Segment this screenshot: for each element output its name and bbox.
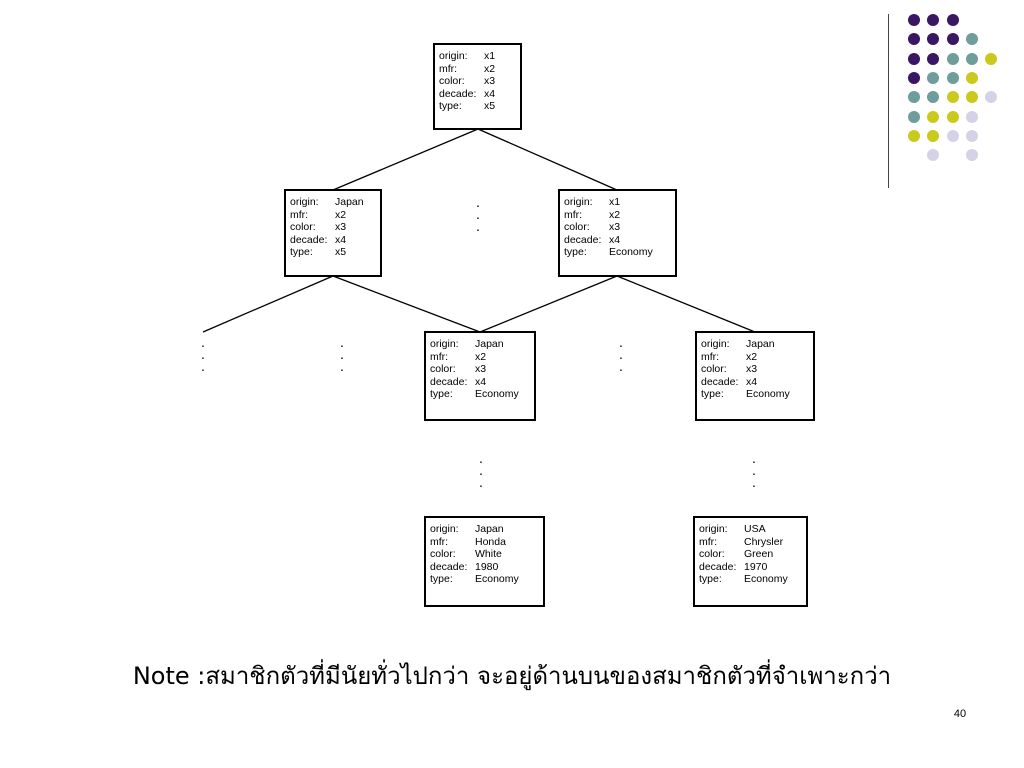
decorative-dot [965, 129, 978, 142]
page-number: 40 [953, 708, 967, 720]
node-l2-japan-economy-right: origin:Japan mfr:x2 color:x3 decade:x4 t… [695, 331, 815, 421]
node-root-mfr: x2 [484, 62, 496, 75]
node-root-origin: x1 [484, 50, 496, 62]
node-l1-japan: origin:Japan mfr:x2 color:x3 decade:x4 t… [284, 189, 382, 277]
decorative-dot [946, 71, 959, 84]
node-leaf-chrysler: origin:USA mfr:Chrysler color:Green deca… [693, 516, 808, 607]
edge-japan-to-left-ellipsis [202, 275, 334, 333]
decorative-dot [927, 52, 940, 65]
edge-root-to-economy [477, 128, 618, 191]
decorative-dot [908, 33, 920, 46]
node-root: origin:x1 mfr:x2 color:x3 decade:x4 type… [433, 43, 522, 130]
decorative-dot [946, 14, 959, 26]
decorative-dot [927, 129, 940, 142]
decorative-dot [927, 149, 940, 162]
decorative-dot [985, 52, 998, 65]
decorative-dot [985, 91, 998, 104]
decorative-dot [946, 33, 959, 46]
ellipsis-l3-right: ... [752, 450, 756, 490]
node-leaf-honda: origin:Japan mfr:Honda color:White decad… [424, 516, 545, 607]
decorative-dot [946, 52, 959, 65]
decorative-divider-line [888, 14, 889, 188]
decorative-dot [965, 71, 978, 84]
decorative-dot [965, 52, 978, 65]
ellipsis-l1-middle: ... [476, 194, 480, 234]
node-root-decade: x4 [484, 87, 496, 100]
decorative-dot [908, 110, 920, 123]
edge-economy-to-right-node [616, 275, 756, 333]
node-l1-economy: origin:x1 mfr:x2 color:x3 decade:x4 type… [558, 189, 677, 277]
ellipsis-l3-center: ... [479, 450, 483, 490]
node-root-color: x3 [484, 75, 496, 88]
decorative-dot [946, 91, 959, 104]
edge-root-to-japan [332, 128, 479, 191]
decorative-dot [908, 71, 920, 84]
decorative-dot [965, 91, 978, 104]
ellipsis-l2-left: ... [340, 334, 344, 374]
decorative-dot [927, 71, 940, 84]
decorative-dot [908, 52, 920, 65]
decorative-dot [908, 91, 920, 104]
ellipsis-l2-far-left: ... [201, 334, 205, 374]
note-caption: Note :สมาชิกตัวที่มีนัยทั่วไปกว่า จะอยู่… [132, 662, 892, 690]
decorative-dot [965, 33, 978, 46]
node-l2-japan-economy: origin:Japan mfr:x2 color:x3 decade:x4 t… [424, 331, 536, 421]
decorative-dot [927, 110, 940, 123]
node-root-type: x5 [484, 100, 496, 113]
decorative-dot [908, 129, 920, 142]
decorative-dot [927, 33, 940, 46]
decorative-dot [965, 149, 978, 162]
decorative-dot [965, 110, 978, 123]
decorative-dot [908, 14, 920, 26]
ellipsis-l2-middle: ... [619, 334, 623, 374]
decorative-dot [927, 14, 940, 26]
decorative-dot [927, 91, 940, 104]
decorative-dot [946, 110, 959, 123]
decorative-dot [946, 129, 959, 142]
edge-japan-to-japan-economy [332, 275, 481, 333]
edge-economy-to-japan-economy [479, 275, 618, 333]
